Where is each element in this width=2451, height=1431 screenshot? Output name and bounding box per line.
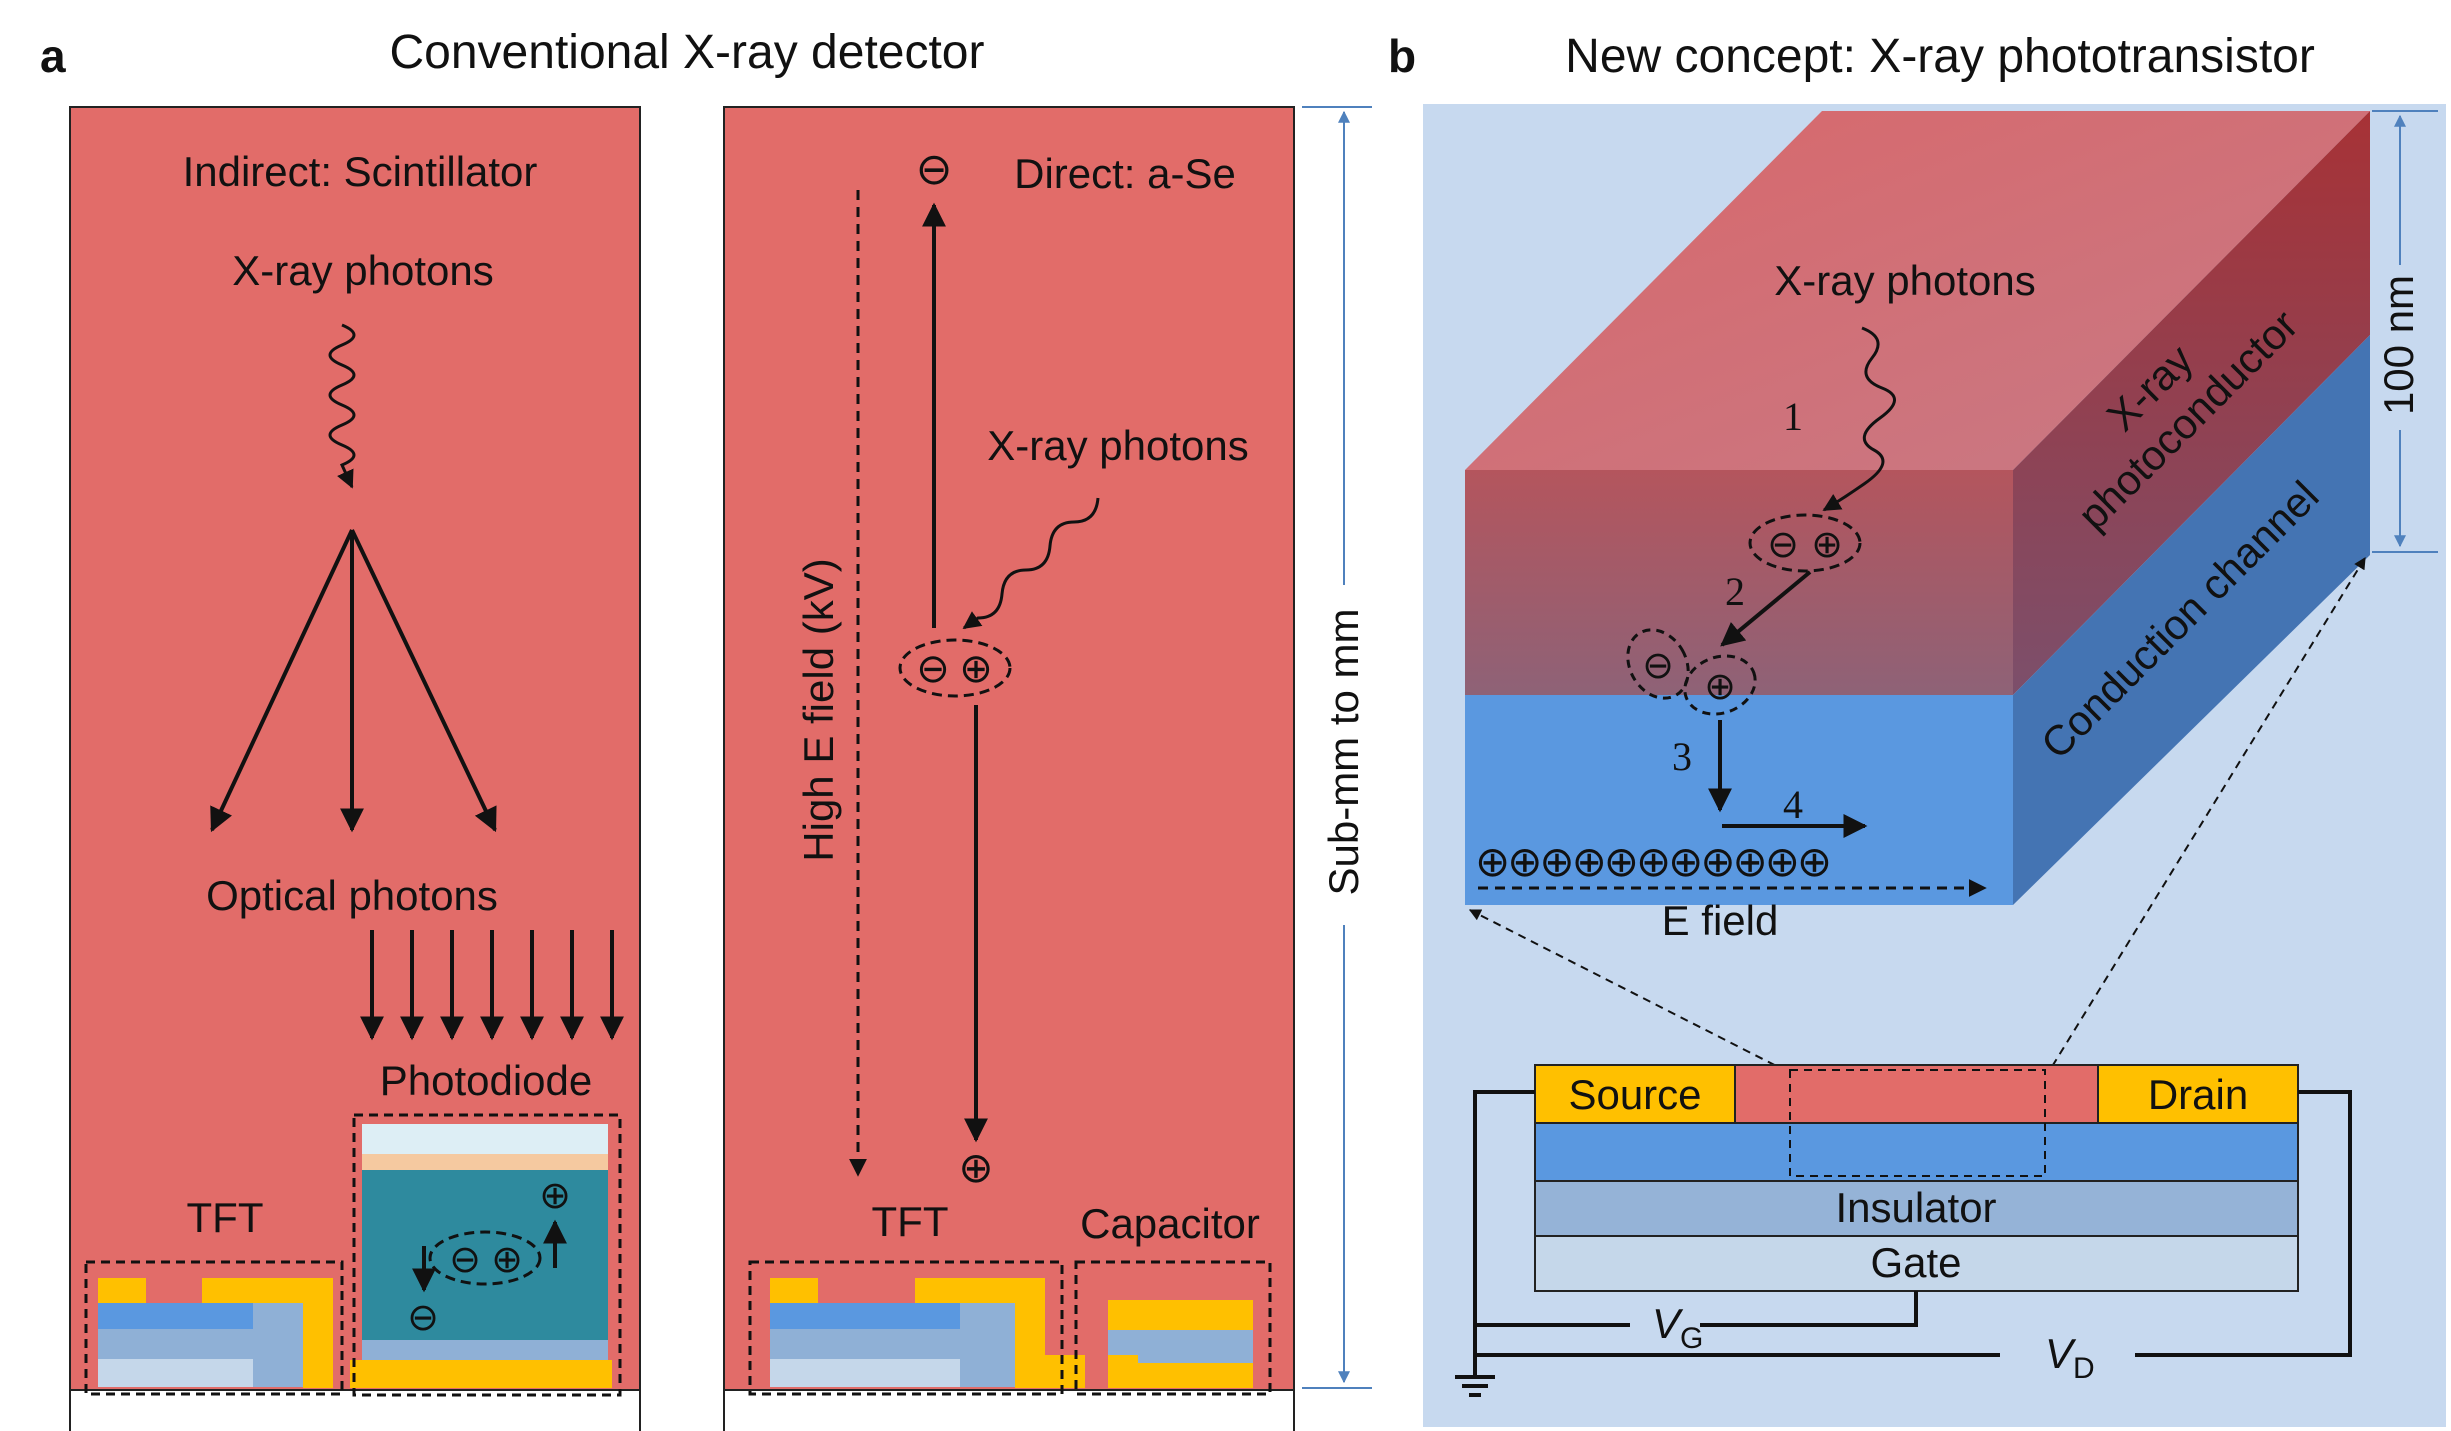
step-2-label: 2 xyxy=(1725,569,1745,614)
separated-hole-ring xyxy=(1683,654,1757,716)
separated-electron-ring xyxy=(1626,628,1690,700)
channel-front-face xyxy=(1465,695,2013,905)
direct-tft-stack xyxy=(770,1278,1085,1388)
photodiode-outline xyxy=(352,1113,622,1397)
capacitor-label: Capacitor xyxy=(1080,1200,1260,1247)
indirect-tft-outline xyxy=(84,1260,344,1396)
indirect-detector: Indirect: Scintillator X-ray photons Opt… xyxy=(69,106,641,1431)
zoom-guide-left xyxy=(1468,909,1801,1079)
insulator-label: Insulator xyxy=(1835,1184,1996,1231)
direct-substrate xyxy=(723,1389,1295,1431)
zoom-guide-right xyxy=(2044,556,2366,1079)
svg-text:⊕: ⊕ xyxy=(539,1175,571,1217)
block-xray-wave-icon xyxy=(1822,326,1896,512)
svg-text:⊖: ⊖ xyxy=(1642,645,1674,687)
source-label: Source xyxy=(1568,1071,1701,1118)
svg-text:⊕: ⊕ xyxy=(1811,524,1843,566)
thickness-dimension-b: 100 nm xyxy=(2372,110,2438,553)
direct-xray-wave-icon xyxy=(962,497,1100,630)
electron-top-icon: ⊖ xyxy=(916,145,953,194)
high-e-field-label: High E field (kV) xyxy=(795,558,842,861)
a-se-pair-ring xyxy=(898,638,1012,698)
bias-circuit xyxy=(1455,1090,2352,1397)
direct-detector: Direct: a-Se ⊖ High E field (kV) X-ray p… xyxy=(723,106,1295,1431)
block-top-face xyxy=(1465,111,2370,470)
svg-text:⊕: ⊕ xyxy=(1704,666,1736,708)
indirect-title: Indirect: Scintillator xyxy=(183,148,538,195)
indirect-xray-label: X-ray photons xyxy=(232,247,493,294)
svg-text:⊕: ⊕ xyxy=(491,1239,523,1281)
block-xray-label: X-ray photons xyxy=(1774,257,2035,304)
accumulated-holes-row: ⊕⊕⊕⊕⊕⊕⊕⊕⊕⊕⊕ xyxy=(1475,838,1829,885)
photodiode-stack: ⊖ ⊕ ⊖ ⊕ xyxy=(350,1124,612,1388)
svg-text:⊖: ⊖ xyxy=(407,1297,439,1339)
source-electrode xyxy=(1534,1064,1736,1124)
photoconductor-side-face xyxy=(2013,111,2370,695)
a-se-layer xyxy=(723,106,1295,1398)
optical-photons-label: Optical photons xyxy=(206,872,498,919)
panel-a-title: Conventional X-ray detector xyxy=(390,26,985,79)
step-3-label: 3 xyxy=(1672,734,1692,779)
capacitor-outline xyxy=(1074,1260,1272,1396)
sub-mm-label: Sub-mm to mm xyxy=(1320,608,1367,895)
panel-a: a Conventional X-ray detector Indirect: … xyxy=(40,26,1372,1431)
device-cross-section: Source Drain Insulator Gate VG VD xyxy=(1455,1064,2352,1397)
panel-a-letter: a xyxy=(40,30,66,82)
drain-voltage-label: VD xyxy=(2045,1330,2095,1385)
electron-hole-pair-ring xyxy=(428,1230,542,1286)
light-ray-left xyxy=(210,529,354,833)
direct-title: Direct: a-Se xyxy=(1014,150,1236,197)
panel-b-letter: b xyxy=(1388,30,1416,82)
phototransistor-block: X-ray photons 1 ⊖ ⊕ 2 ⊖ ⊕ 3 4 ⊕⊕⊕⊕⊕⊕⊕⊕⊕⊕… xyxy=(1465,111,2370,944)
panel-b-title: New concept: X-ray phototransistor xyxy=(1565,30,2315,83)
channel-side-face xyxy=(2013,335,2370,905)
svg-text:⊕: ⊕ xyxy=(959,647,993,691)
svg-text:⊖: ⊖ xyxy=(916,647,950,691)
panel-b: b New concept: X-ray phototransistor X-r… xyxy=(1388,30,2446,1427)
direct-xray-label: X-ray photons xyxy=(987,422,1248,469)
gate-voltage-label: VG xyxy=(1652,1300,1703,1355)
svg-text:⊖: ⊖ xyxy=(1767,524,1799,566)
svg-text:⊖: ⊖ xyxy=(449,1239,481,1281)
drain-electrode xyxy=(2097,1064,2299,1124)
device-channel-layer xyxy=(1534,1122,2299,1182)
capacitor-stack xyxy=(1108,1300,1253,1388)
gate-label: Gate xyxy=(1870,1239,1961,1286)
generated-pair-ring xyxy=(1748,513,1862,573)
direct-tft-label: TFT xyxy=(872,1198,949,1245)
drain-label: Drain xyxy=(2148,1071,2248,1118)
direct-tft-outline xyxy=(748,1260,1064,1396)
step-4-label: 4 xyxy=(1783,782,1803,827)
100nm-label: 100 nm xyxy=(2375,275,2422,415)
hole-bottom-icon: ⊕ xyxy=(958,1144,993,1191)
photoconductor-front-face xyxy=(1465,470,2013,695)
step-2-arrow xyxy=(1720,570,1812,647)
xray-wave-icon xyxy=(328,323,356,489)
indirect-tft-stack xyxy=(98,1278,333,1388)
optical-arrow-group xyxy=(360,930,624,1041)
indirect-tft-label: TFT xyxy=(187,1194,264,1241)
photodiode-label: Photodiode xyxy=(380,1057,593,1104)
efield-label: E field xyxy=(1662,897,1779,944)
step-1-label: 1 xyxy=(1783,394,1803,439)
light-ray-right xyxy=(350,529,497,833)
indirect-substrate xyxy=(69,1389,641,1431)
thickness-dimension-a: Sub-mm to mm xyxy=(1302,106,1372,1389)
zoom-region-outline xyxy=(1789,1069,2046,1177)
